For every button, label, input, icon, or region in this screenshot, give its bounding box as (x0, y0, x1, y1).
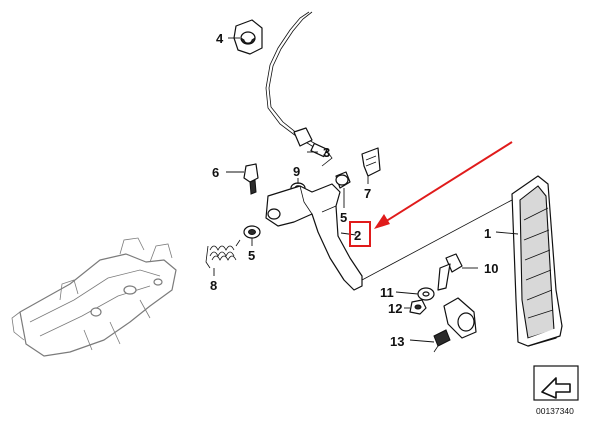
part-12-nut (409, 299, 427, 315)
leader-1 (495, 231, 519, 235)
document-id: 00137340 (536, 406, 574, 416)
pedal-connecting-line (361, 199, 513, 281)
highlight-arrow (374, 141, 513, 229)
part-11-washer (417, 287, 435, 301)
callout-2: 2 (354, 228, 361, 243)
highlight-box (349, 221, 371, 247)
part-2-pedal-lever (265, 183, 363, 291)
callout-3: 3 (323, 145, 330, 160)
part-7-clip (361, 147, 381, 177)
part-10-bolt (437, 253, 463, 291)
leader-2 (340, 232, 357, 236)
part-5-bushing-lower (243, 225, 261, 239)
part-1-pedal-plate (511, 175, 563, 347)
part-8-spring (205, 239, 241, 269)
callout-5-upper: 5 (340, 210, 347, 225)
callout-13: 13 (390, 334, 404, 349)
callout-10: 10 (484, 261, 498, 276)
leader-11 (395, 291, 419, 295)
part-3-cable (265, 11, 333, 167)
callout-6: 6 (212, 165, 219, 180)
pedal-assembly-icon (11, 237, 177, 357)
callout-9: 9 (293, 164, 300, 179)
callout-7: 7 (364, 186, 371, 201)
callout-8: 8 (210, 278, 217, 293)
arrow-sheet-icon (533, 365, 579, 401)
part-6-pin (243, 163, 259, 195)
part-5-bushing-upper (335, 171, 351, 189)
callout-12: 12 (388, 301, 402, 316)
callout-1: 1 (484, 226, 491, 241)
callout-5-lower: 5 (248, 248, 255, 263)
callout-11: 11 (380, 285, 394, 300)
leader-13 (409, 339, 435, 343)
callout-4: 4 (216, 31, 224, 46)
part-13-sensor (433, 297, 477, 353)
part-4-grommet (233, 19, 263, 55)
